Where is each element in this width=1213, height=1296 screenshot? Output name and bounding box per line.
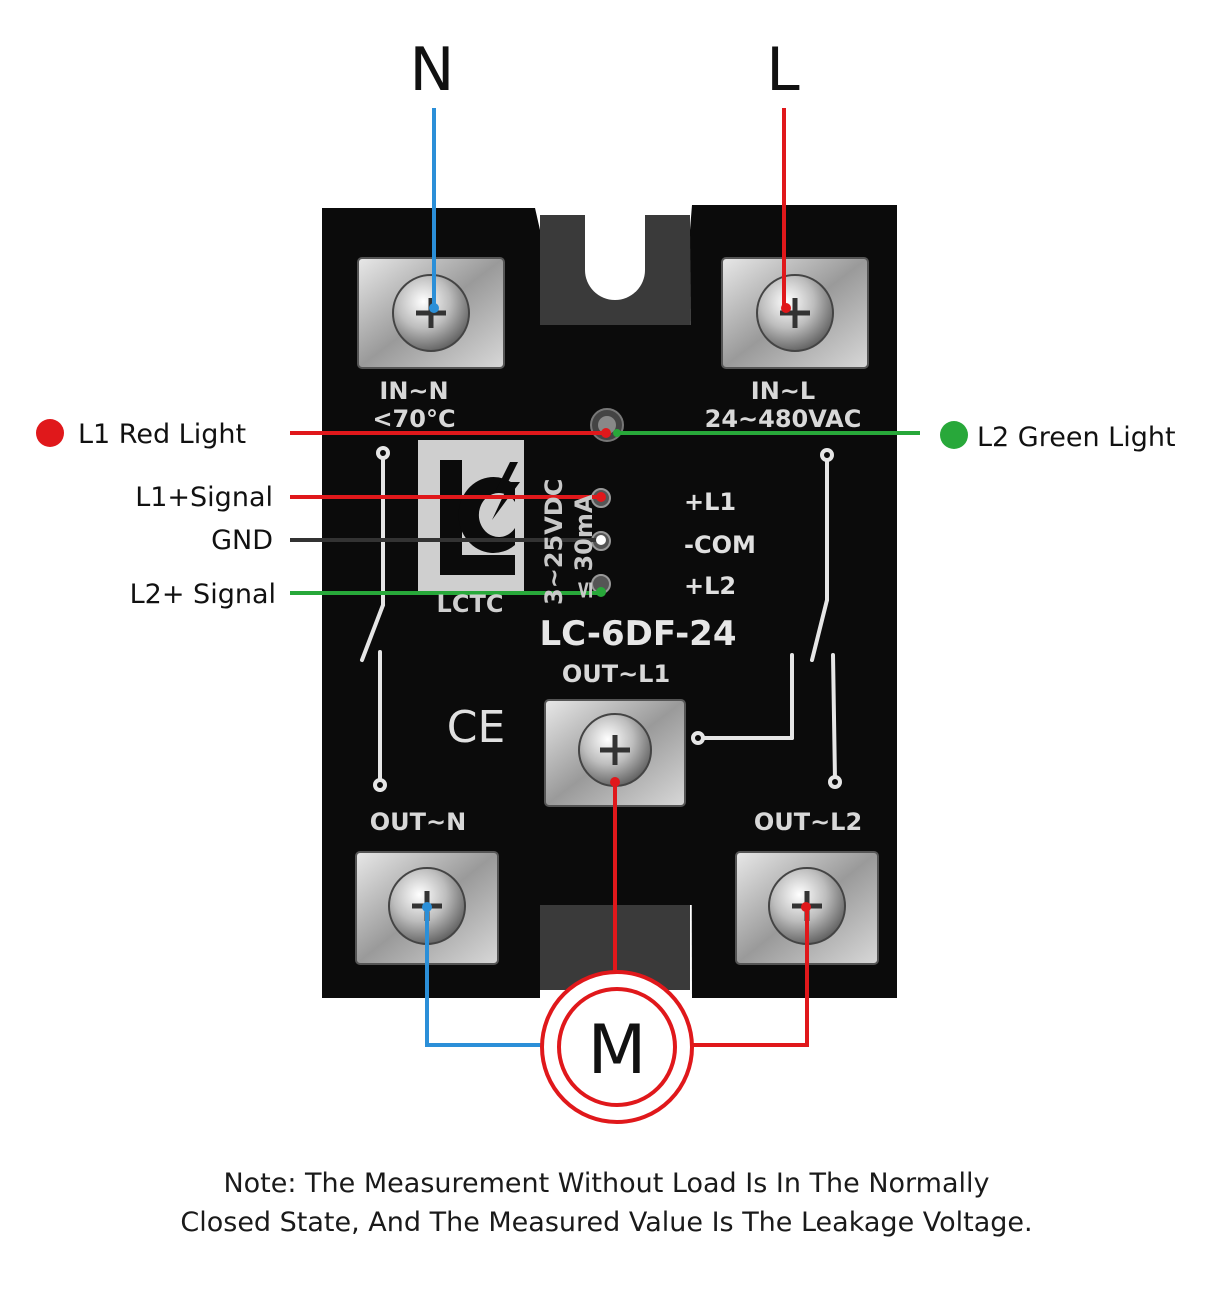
lctc-logo: [418, 440, 524, 592]
gnd-label: GND: [211, 525, 273, 556]
in-l-label: IN~L: [751, 377, 815, 405]
motor-symbol: [540, 970, 694, 1124]
l-label: L: [766, 35, 800, 105]
green-light-bullet: [940, 421, 968, 449]
brand-label: LCTC: [437, 590, 504, 618]
l1-light-label: L1 Red Light: [78, 419, 246, 450]
wires: [290, 108, 920, 1047]
pin-l1-label: +L1: [684, 488, 736, 516]
ce-mark: CE: [447, 702, 506, 753]
n-label: N: [410, 35, 455, 105]
pin-l2-label: +L2: [684, 572, 736, 600]
terminal-in-l: [721, 257, 869, 369]
out-n-label: OUT~N: [370, 808, 466, 836]
in-l-volt: 24~480VAC: [705, 405, 862, 433]
in-n-label: IN~N: [379, 377, 448, 405]
out-l2-label: OUT~L2: [754, 808, 862, 836]
l1-signal-label: L1+Signal: [135, 482, 273, 513]
l2-signal-label: L2+ Signal: [130, 579, 276, 610]
terminal-out-l1: [544, 699, 686, 807]
wire-dots: [422, 303, 811, 912]
wire-out-l2: [690, 908, 809, 1047]
red-light-bullet: [36, 419, 64, 447]
note-line-1: Note: The Measurement Without Load Is In…: [223, 1168, 990, 1199]
in-n-temp: <70°C: [372, 405, 455, 433]
switch-schematic: [360, 446, 842, 792]
control-voltage: 3~25VDC: [540, 479, 568, 605]
wire-out-n: [425, 908, 545, 1047]
terminal-in-n: [357, 257, 505, 369]
out-l1-label: OUT~L1: [562, 660, 670, 688]
motor-label: M: [588, 1011, 647, 1090]
l2-light-label: L2 Green Light: [977, 422, 1176, 453]
pin-com-label: -COM: [684, 531, 756, 559]
control-current: ≤ 30mA: [570, 494, 598, 600]
model-label: LC-6DF-24: [540, 614, 737, 654]
note-line-2: Closed State, And The Measured Value Is …: [180, 1207, 1033, 1238]
